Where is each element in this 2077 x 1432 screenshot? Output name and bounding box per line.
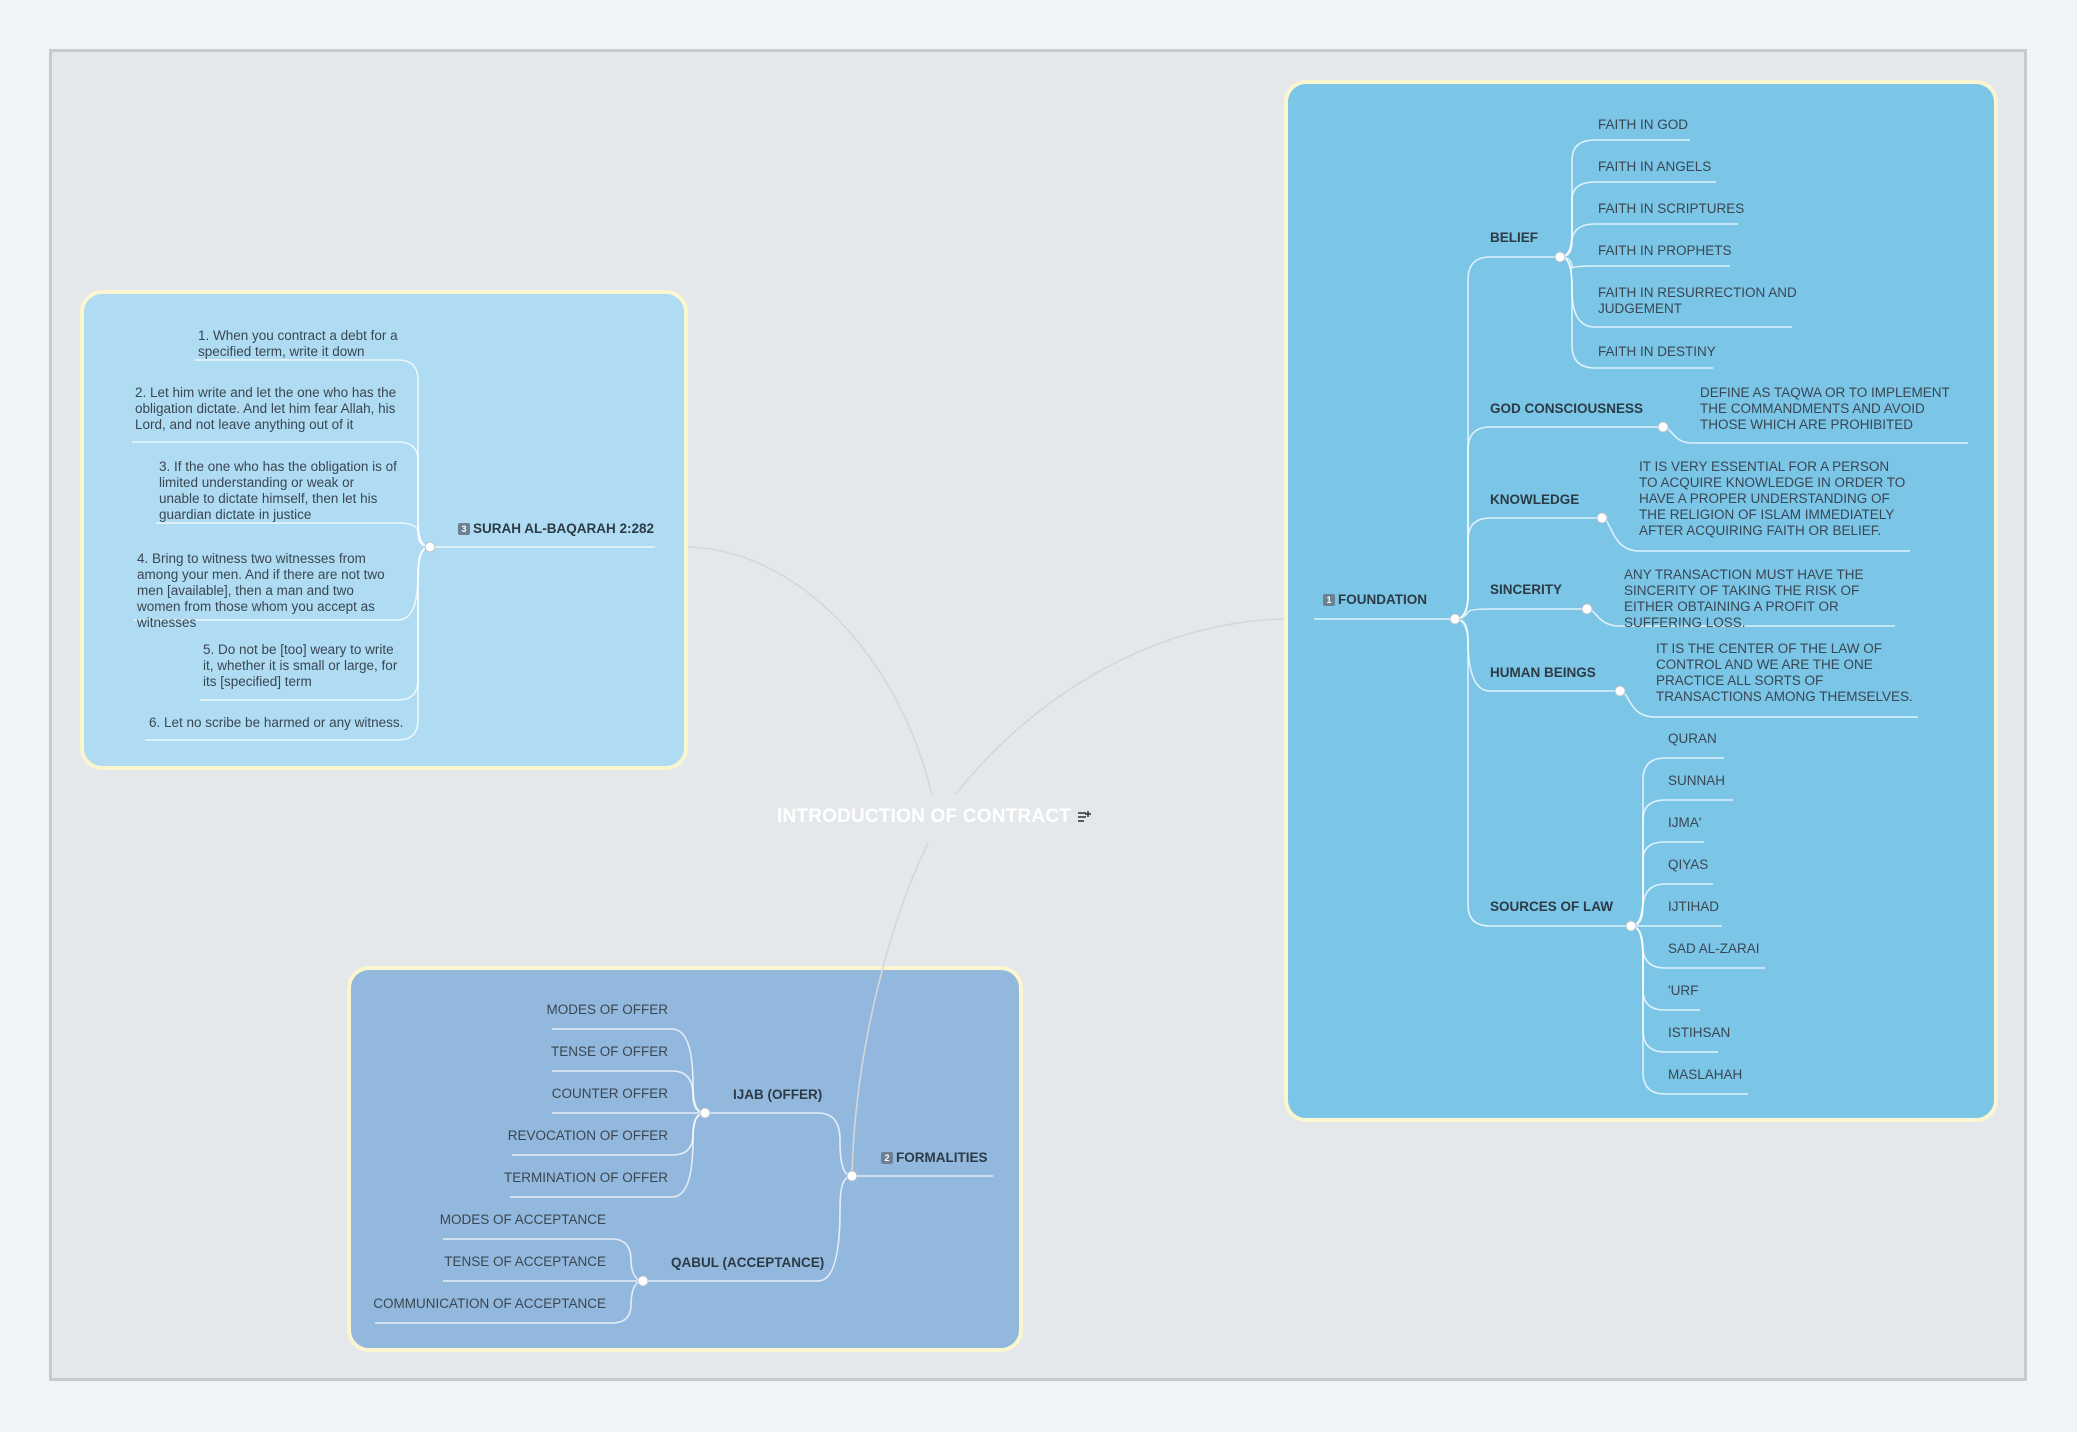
belief-item[interactable]: FAITH IN SCRIPTURES xyxy=(1598,201,1745,216)
ijab-item[interactable]: REVOCATION OF OFFER xyxy=(507,1128,668,1143)
topic-qabul[interactable]: QABUL (ACCEPTANCE) xyxy=(671,1255,825,1270)
ijab-item[interactable]: COUNTER OFFER xyxy=(551,1086,668,1101)
source-item[interactable]: IJTIHAD xyxy=(1668,899,1720,914)
ijab-item[interactable]: TENSE OF OFFER xyxy=(550,1044,668,1059)
belief-item[interactable]: FAITH IN GOD xyxy=(1598,117,1689,132)
source-item[interactable]: SUNNAH xyxy=(1668,773,1726,788)
qabul-item[interactable]: TENSE OF ACCEPTANCE xyxy=(444,1254,606,1269)
source-item[interactable]: ISTIHSAN xyxy=(1668,1025,1731,1040)
priority-badge: 1 xyxy=(1323,594,1335,606)
topic-knowledge[interactable]: KNOWLEDGE xyxy=(1490,492,1580,507)
surah-item[interactable]: 6. Let no scribe be harmed or any witnes… xyxy=(149,715,404,730)
belief-item[interactable]: FAITH IN RESURRECTION AND JUDGEMENT xyxy=(1598,285,1797,316)
belief-item[interactable]: FAITH IN PROPHETS xyxy=(1598,243,1732,258)
belief-item[interactable]: FAITH IN ANGELS xyxy=(1598,159,1712,174)
topic-foundation-label: FOUNDATION xyxy=(1338,592,1427,607)
source-item[interactable]: SAD AL-ZARAI xyxy=(1668,941,1760,956)
surah-item[interactable]: 2. Let him write and let the one who has… xyxy=(135,385,397,432)
central-topic[interactable]: INTRODUCTION OF CONTRACT xyxy=(777,806,1071,827)
priority-badge: 3 xyxy=(458,523,470,535)
surah-item[interactable]: 3. If the one who has the obligation is … xyxy=(159,459,397,522)
notes-icon[interactable] xyxy=(1077,810,1091,824)
surah-item[interactable]: 4. Bring to witness two witnesses from a… xyxy=(137,551,385,630)
topic-sources-of-law[interactable]: SOURCES OF LAW xyxy=(1490,899,1614,914)
ijab-item[interactable]: TERMINATION OF OFFER xyxy=(504,1170,668,1185)
surah-item[interactable]: 5. Do not be [too] weary to write it, wh… xyxy=(203,642,398,689)
qabul-item[interactable]: COMMUNICATION OF ACCEPTANCE xyxy=(373,1296,606,1311)
source-item[interactable]: 'URF xyxy=(1668,983,1699,998)
topic-god-consciousness[interactable]: GOD CONSCIOUSNESS xyxy=(1490,401,1644,416)
source-item[interactable]: MASLAHAH xyxy=(1668,1067,1743,1082)
surah-item[interactable]: 1. When you contract a debt for a specif… xyxy=(198,328,398,359)
source-item[interactable]: QURAN xyxy=(1668,731,1717,746)
topic-surah-label: SURAH AL-BAQARAH 2:282 xyxy=(473,521,655,536)
topic-belief[interactable]: BELIEF xyxy=(1490,230,1539,245)
knowledge-detail[interactable]: IT IS VERY ESSENTIAL FOR A PERSON TO ACQ… xyxy=(1639,459,1906,538)
source-item[interactable]: IJMA' xyxy=(1668,815,1702,830)
human-beings-detail[interactable]: IT IS THE CENTER OF THE LAW OF CONTROL A… xyxy=(1656,641,1913,704)
ijab-item[interactable]: MODES OF OFFER xyxy=(546,1002,669,1017)
topic-sincerity[interactable]: SINCERITY xyxy=(1490,582,1563,597)
topic-human-beings[interactable]: HUMAN BEINGS xyxy=(1490,665,1596,680)
belief-item[interactable]: FAITH IN DESTINY xyxy=(1598,344,1716,359)
qabul-item[interactable]: MODES OF ACCEPTANCE xyxy=(439,1212,606,1227)
source-item[interactable]: QIYAS xyxy=(1668,857,1709,872)
priority-badge: 2 xyxy=(881,1152,893,1164)
topic-ijab[interactable]: IJAB (OFFER) xyxy=(733,1087,823,1102)
god-consciousness-detail[interactable]: DEFINE AS TAQWA OR TO IMPLEMENT THE COMM… xyxy=(1700,385,1950,432)
topic-formalities-label: FORMALITIES xyxy=(896,1150,988,1165)
sincerity-detail[interactable]: ANY TRANSACTION MUST HAVE THE SINCERITY … xyxy=(1624,567,1864,630)
